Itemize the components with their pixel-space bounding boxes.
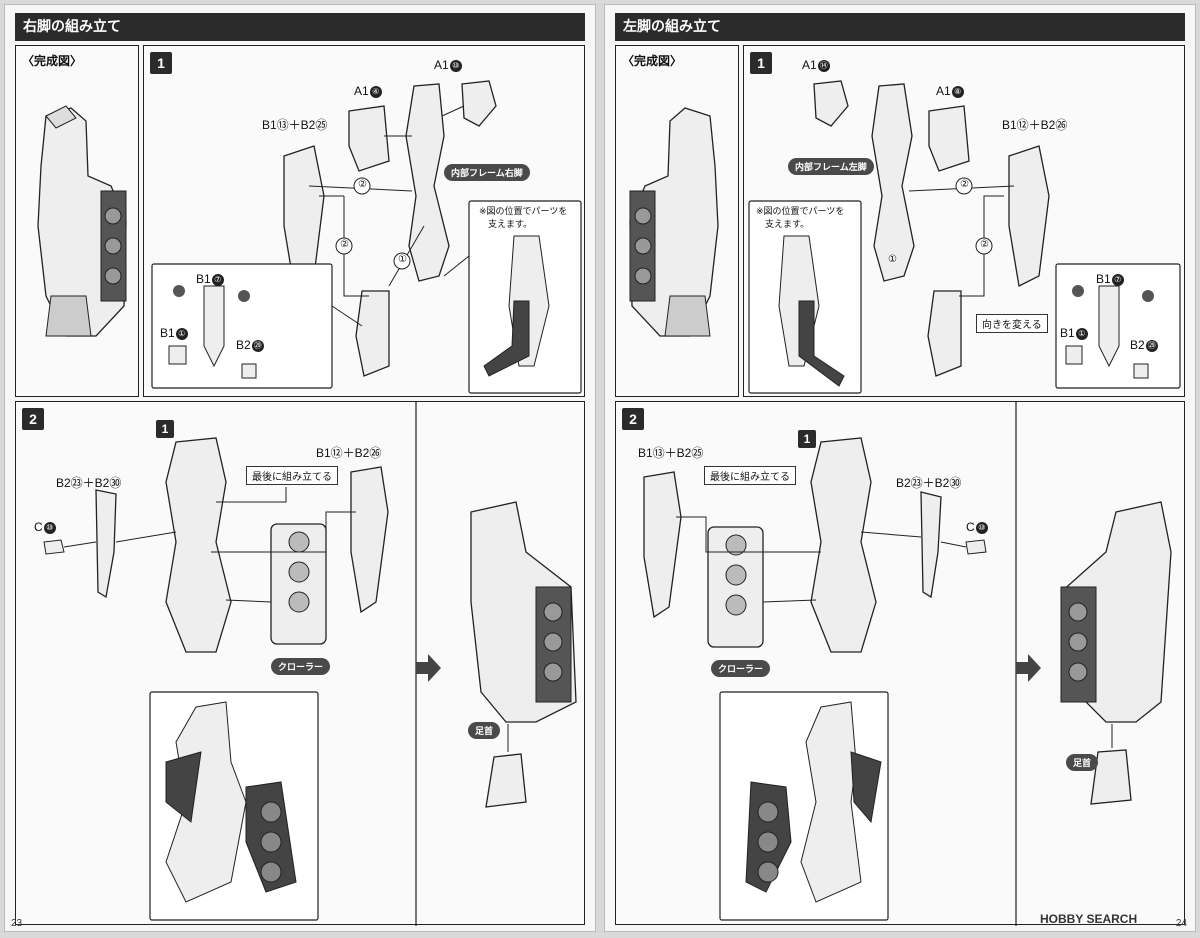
part-b1-7-letter: B1 (1096, 272, 1111, 286)
support-note: ※図の位置でパーツを 支えます。 (756, 207, 845, 230)
support-note: ※図の位置でパーツを 支えます。 (479, 207, 568, 230)
part-c-letter: C (966, 520, 975, 534)
inner-frame-tag: 内部フレーム左脚 (788, 158, 874, 175)
part-a1-left-number: ④ (369, 85, 382, 98)
complete-view-panel: 〈完成図〉 (615, 45, 739, 397)
part-b2-b2-step2: B2㉓＋B2㉚ (896, 476, 962, 490)
part-b1-b2-step2: B1⑬＋B2㉕ (638, 446, 704, 460)
inner-frame-tag: 内部フレーム右脚 (444, 164, 530, 181)
step-2-panel: 2 1 (615, 401, 1185, 926)
step-1-illustration (151, 80, 582, 394)
step-2-badge: 2 (622, 408, 644, 430)
step-2-panel: 2 1 (15, 401, 585, 926)
part-b2-b2-step2: B2㉓＋B2㉚ (56, 476, 122, 490)
part-b1-7-number: ⑦ (211, 273, 224, 286)
step-2-sub-badge: 1 (798, 430, 816, 448)
page-number: 24 (1175, 918, 1187, 929)
assemble-last-tag: 最後に組み立てる (704, 466, 796, 485)
page-number: 23 (11, 918, 23, 929)
ankle-tag: 足首 (1066, 754, 1099, 771)
complete-leg-illustration (37, 105, 127, 337)
step-1-badge: 1 (750, 52, 772, 74)
part-a1-top-number: ⑭ (817, 59, 830, 72)
part-b1-1-letter: B1 (160, 326, 175, 340)
complete-leg-illustration (629, 107, 719, 337)
part-a1-left-letter: A1 (354, 84, 369, 98)
part-b1-7-letter: B1 (196, 272, 211, 286)
crawler-tag: クローラー (711, 660, 771, 677)
circle-1: ① (398, 254, 407, 265)
step-2-sub-badge: 1 (156, 420, 174, 438)
step-1-badge: 1 (150, 52, 172, 74)
step-1-illustration (748, 80, 1181, 394)
complete-view-panel: 〈完成図〉 (15, 45, 139, 397)
part-b1-7-number: ⑦ (1111, 273, 1124, 286)
part-a1-right-letter: A1 (936, 84, 951, 98)
step-1-panel: 1 (143, 45, 585, 397)
circle-1: ① (888, 254, 897, 265)
part-b2-29-letter: B2 (236, 338, 251, 352)
part-a1-top-letter: A1 (802, 58, 817, 72)
part-b1-b2-step2: B1⑫＋B2㉖ (316, 446, 382, 460)
part-a1-top-number: ⑩ (449, 59, 462, 72)
crawler-tag: クローラー (271, 658, 331, 675)
part-b1-1-letter: B1 (1060, 326, 1075, 340)
circle-2a: ② (960, 179, 969, 190)
page-right-leg: 右脚の組み立て 〈完成図〉 1 (4, 4, 596, 932)
part-b1-b2: B1⑬＋B2㉕ (262, 118, 328, 132)
page-left-leg: 左脚の組み立て 〈完成図〉 1 (604, 4, 1196, 932)
part-b2-29-number: ㉙ (1145, 339, 1158, 352)
part-c-letter: C (34, 520, 43, 534)
page-title: 左脚の組み立て (615, 13, 1185, 41)
step-2-illustration (43, 402, 577, 926)
part-b2-29-number: ㉙ (251, 339, 264, 352)
part-a1-right-number: ⑧ (951, 85, 964, 98)
circle-2b: ② (340, 239, 349, 250)
circle-2b: ② (980, 239, 989, 250)
step-2-badge: 2 (22, 408, 44, 430)
part-b2-29-letter: B2 (1130, 338, 1145, 352)
watermark-logo: HOBBY SEARCH (1040, 912, 1138, 926)
part-a1-top-letter: A1 (434, 58, 449, 72)
ankle-tag: 足首 (468, 722, 501, 739)
assemble-last-tag: 最後に組み立てる (246, 466, 338, 485)
part-b1-b2: B1⑫＋B2㉖ (1002, 118, 1068, 132)
part-c-number: ⑩ (43, 521, 56, 534)
part-c-number: ⑩ (975, 521, 988, 534)
complete-view-label: 〈完成図〉 (622, 54, 683, 68)
page-title: 右脚の組み立て (15, 13, 585, 41)
circle-2a: ② (358, 179, 367, 190)
turn-direction-tag: 向きを変える (976, 314, 1048, 333)
step-2-illustration (643, 402, 1172, 926)
complete-view-label: 〈完成図〉 (22, 54, 83, 68)
part-b1-1-number: ① (1075, 327, 1088, 340)
part-b1-1-number: ① (175, 327, 188, 340)
